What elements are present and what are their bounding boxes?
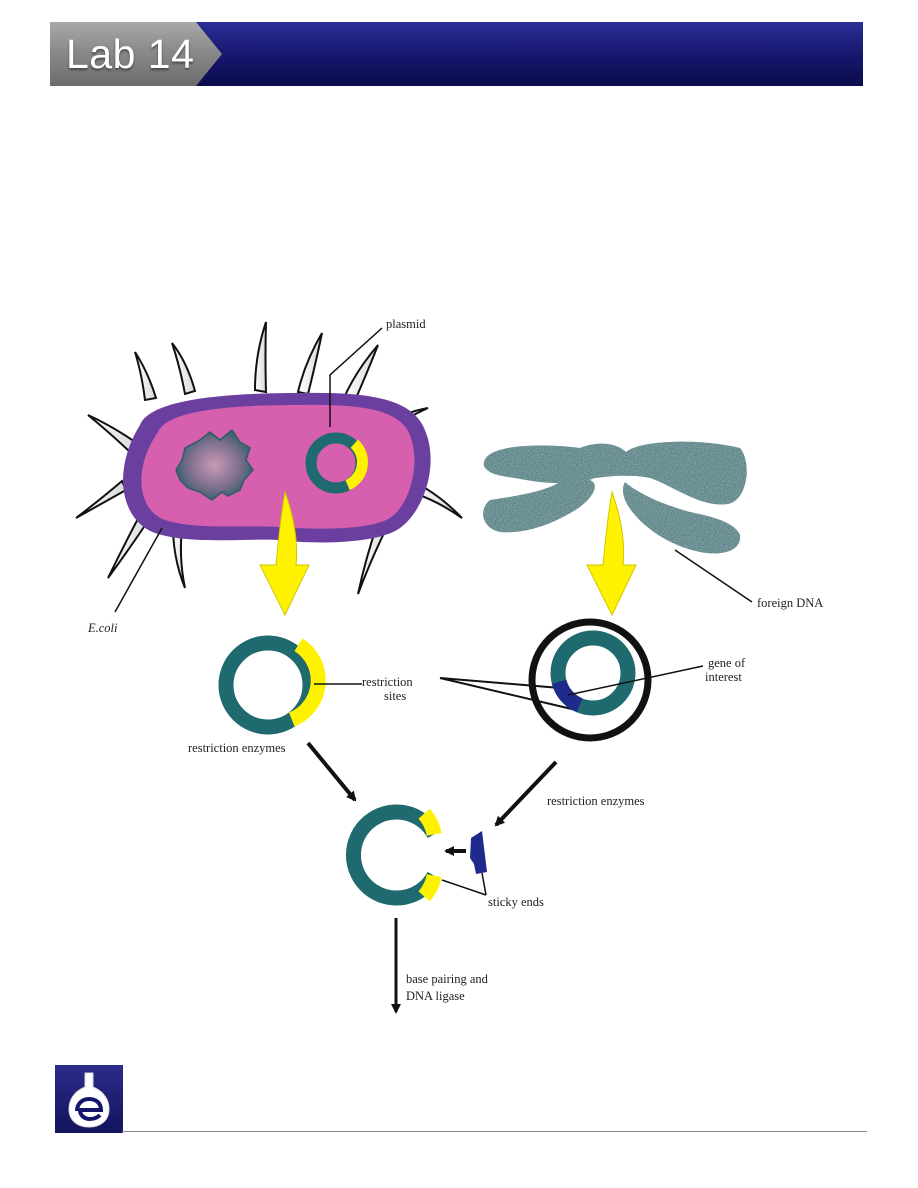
yellow-arrow-left bbox=[259, 490, 310, 617]
foreign-dna-label: foreign DNA bbox=[757, 596, 823, 610]
page-title: Lab 14 bbox=[66, 31, 195, 77]
cut-plasmid bbox=[345, 804, 442, 906]
plasmid-in-cell bbox=[305, 432, 368, 494]
flask-e-logo-icon bbox=[55, 1065, 123, 1133]
foreign-dna-leader-line bbox=[674, 549, 753, 603]
restriction-sites-pointer-1 bbox=[439, 677, 561, 689]
base-pairing-label-line2: DNA ligase bbox=[406, 989, 465, 1003]
arrow-fragment-to-cut bbox=[494, 760, 558, 827]
gene-fragment bbox=[470, 831, 487, 874]
plasmid-leader-line bbox=[329, 327, 383, 427]
arrow-plasmid-to-cut bbox=[306, 741, 357, 802]
sticky-ends-pointer-1 bbox=[481, 872, 487, 896]
gene-of-interest-label-line1: gene of bbox=[708, 656, 746, 670]
plasmid-restriction-sites bbox=[218, 635, 326, 735]
ecoli-leader-line bbox=[114, 527, 163, 613]
sticky-ends-label: sticky ends bbox=[488, 895, 544, 909]
restriction-enzymes-left-label: restriction enzymes bbox=[188, 741, 286, 755]
foreign-dna-fragment bbox=[528, 618, 652, 742]
header-tab bbox=[50, 22, 222, 86]
base-pairing-label-line1: base pairing and bbox=[406, 972, 489, 986]
foreign-dna-chromosome bbox=[483, 441, 747, 554]
ecoli-label: E.coli bbox=[87, 621, 118, 635]
sticky-ends-pointer-2 bbox=[441, 879, 487, 896]
yellow-arrow-right bbox=[586, 490, 637, 617]
gene-of-interest-leader-line bbox=[567, 665, 704, 696]
restriction-sites-pointer-2 bbox=[439, 677, 577, 711]
gene-of-interest-label-line2: interest bbox=[705, 670, 742, 684]
restriction-sites-label-line2: sites bbox=[384, 689, 406, 703]
restriction-enzymes-right-label: restriction enzymes bbox=[547, 794, 645, 808]
restriction-sites-label-line1: restriction bbox=[362, 675, 413, 689]
footer-rule bbox=[122, 1131, 867, 1132]
nucleoid bbox=[175, 428, 254, 501]
plasmid-label: plasmid bbox=[386, 317, 426, 331]
